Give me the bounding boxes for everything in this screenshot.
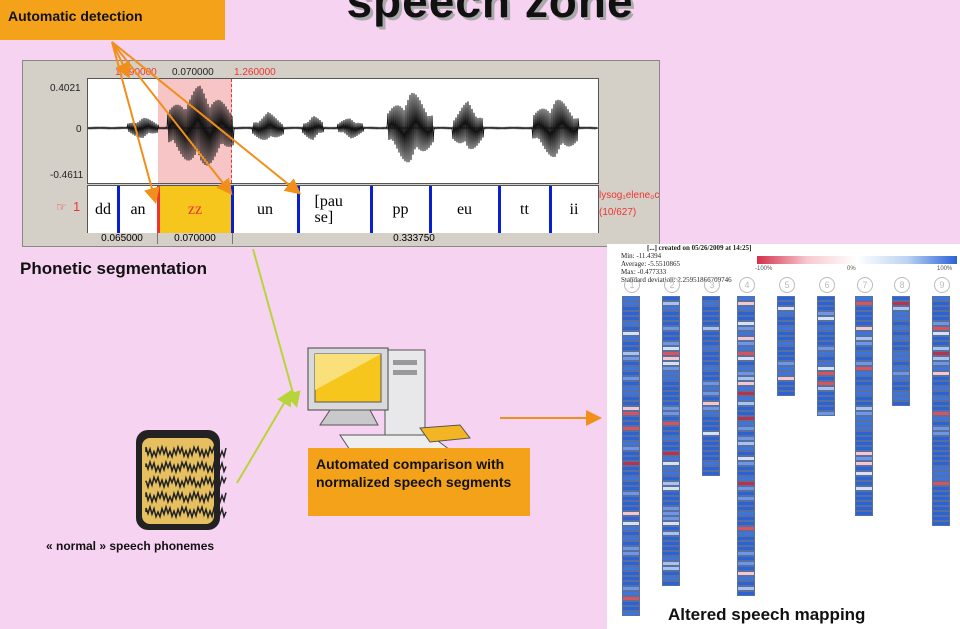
mapping-column — [932, 296, 950, 526]
color-scale — [757, 256, 957, 264]
db-wave — [145, 489, 227, 505]
waveform-view[interactable] — [87, 78, 599, 184]
mapping-column-number: 6 — [819, 277, 835, 293]
segment-label: tt — [520, 200, 529, 218]
selection-end-time: 1.260000 — [234, 67, 276, 78]
segment-boundary[interactable] — [549, 186, 552, 233]
tier-label: 1 — [73, 199, 81, 214]
segment-8[interactable]: ii — [550, 186, 598, 233]
mapping-column — [855, 296, 873, 516]
pointer-icon: ☞ — [56, 200, 67, 214]
segment-boundary[interactable] — [231, 186, 234, 233]
mapping-column-number: 9 — [934, 277, 950, 293]
mapping-header-line: Min: -11.4394 — [621, 252, 662, 260]
segment-boundary[interactable] — [370, 186, 373, 233]
segment-label: zz — [187, 200, 203, 218]
mapping-header-line: Standard deviation: 2.25951866709746 — [621, 276, 732, 284]
mapping-header: [...] created on 05/26/2009 at 14:25] Mi… — [621, 244, 751, 284]
segment-label: ii — [569, 200, 579, 218]
arrow-to-zz-start — [111, 41, 160, 204]
bottom-time-1: 0.065000 — [101, 233, 143, 244]
mapping-column — [662, 296, 680, 586]
mapping-header-line: Average: -5.5510865 — [621, 260, 680, 268]
arrow-to-zz-end — [111, 41, 233, 196]
segment-label: [pau se] — [314, 192, 343, 226]
mapping-column-number: 5 — [779, 277, 795, 293]
segment-boundary[interactable] — [297, 186, 300, 233]
db-wave — [145, 504, 227, 520]
bottom-time-2: 0.070000 — [157, 233, 233, 244]
mapping-column — [817, 296, 835, 416]
segment-label: an — [130, 200, 146, 218]
segment-4[interactable]: [pau se] — [298, 186, 371, 233]
mapping-column-number: 8 — [894, 277, 910, 293]
y-tick-min: -0.4611 — [50, 170, 84, 181]
bottom-ruler: 0.065000 0.070000 0.333750 — [87, 233, 655, 244]
mapping-column — [702, 296, 720, 476]
mapping-header-line: Max: -0.477333 — [621, 268, 667, 276]
bottom-time-3: 0.333750 — [393, 233, 435, 244]
db-wave — [145, 474, 227, 490]
mapping-column-number: 1 — [624, 277, 640, 293]
file-label: lysog₁elene₀c — [599, 190, 660, 201]
segmentation-tier[interactable]: dd an zz un [pau se] pp eu tt ii — [87, 185, 599, 234]
mapping-column-number: 4 — [739, 277, 755, 293]
segment-3[interactable]: un — [232, 186, 298, 233]
normal-phonemes-label: « normal » speech phonemes — [46, 539, 215, 553]
selection-duration: 0.070000 — [172, 67, 214, 78]
segment-1[interactable]: an — [118, 186, 158, 233]
page-title: speech zone — [346, 0, 634, 27]
arrow-segmentation-to-computer — [252, 248, 301, 408]
scale-max-label: 100% — [937, 266, 953, 272]
segment-6[interactable]: eu — [430, 186, 499, 233]
segment-5[interactable]: pp — [371, 186, 430, 233]
scale-mid-label: 0% — [847, 266, 856, 272]
y-tick-zero: 0 — [76, 124, 82, 135]
mapping-column — [737, 296, 755, 596]
arrow-phonemes-to-computer — [236, 389, 293, 484]
mapping-column-number: 7 — [857, 277, 873, 293]
segment-label: eu — [456, 200, 473, 218]
mapping-header-line: [...] created on 05/26/2009 at 14:25] — [647, 244, 752, 252]
segment-label: dd — [95, 200, 111, 218]
mapping-column-number: 3 — [704, 277, 720, 293]
arrow-to-ruler — [111, 41, 130, 79]
mapping-column — [777, 296, 795, 396]
segment-label: pp — [392, 200, 409, 218]
phonetic-segmentation-label: Phonetic segmentation — [20, 259, 208, 278]
segment-boundary[interactable] — [157, 186, 160, 233]
automatic-detection-label: Automatic detection — [0, 0, 225, 40]
phoneme-database-icon — [136, 430, 227, 530]
segment-counter: (10/627) — [599, 207, 637, 218]
segment-boundary[interactable] — [429, 186, 432, 233]
waveform — [88, 85, 598, 166]
segment-7[interactable]: tt — [499, 186, 550, 233]
segment-label: un — [257, 200, 273, 218]
altered-speech-label: Altered speech mapping — [668, 605, 866, 624]
arrow-to-pause — [111, 41, 302, 195]
segment-0[interactable]: dd — [88, 186, 118, 233]
mapping-column — [892, 296, 910, 406]
altered-speech-mapping: [...] created on 05/26/2009 at 14:25] Mi… — [607, 244, 960, 629]
mapping-column — [622, 296, 640, 616]
db-wave — [145, 444, 227, 460]
y-tick-max: 0.4021 — [50, 83, 81, 94]
computer-icon — [307, 347, 471, 451]
scale-min-label: -100% — [755, 266, 773, 272]
automated-comparison-label: Automated comparison with normalized spe… — [308, 448, 530, 516]
segment-boundary[interactable] — [498, 186, 501, 233]
db-wave — [145, 459, 227, 475]
segment-boundary[interactable] — [117, 186, 120, 233]
mapping-column-number: 2 — [664, 277, 680, 293]
